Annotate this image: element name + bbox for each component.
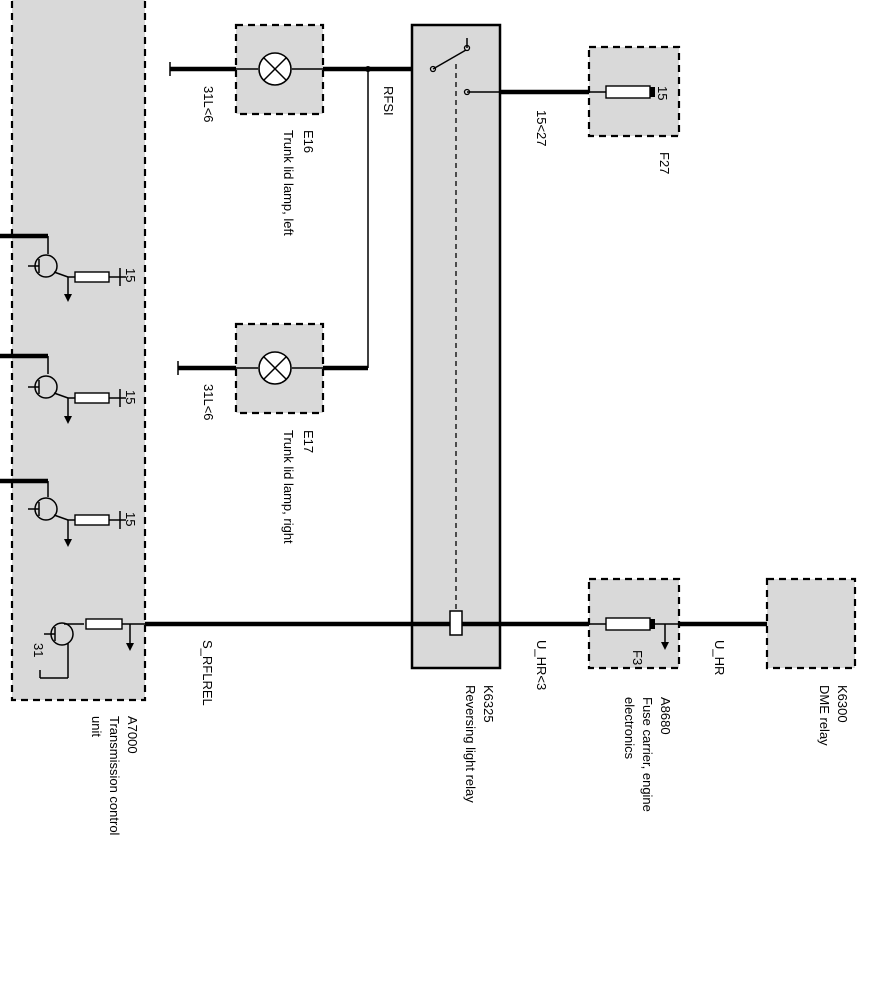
label-k6300-name: DME relay [817, 685, 832, 746]
label-k6325-name: Reversing light relay [463, 685, 478, 803]
label-gnd-e16: 31L<6 [201, 86, 216, 123]
label-e16-code: E16 [301, 130, 316, 153]
label-feed-15: 15<27 [534, 110, 549, 147]
label-tcu-name-2: unit [89, 716, 104, 737]
label-a8680-code: A8680 [658, 697, 673, 735]
tcu-driver-stage-3 [0, 478, 126, 547]
label-tcu-pin-15-a: 15 [123, 268, 138, 282]
label-a8680-name-2: electronics [622, 697, 637, 760]
label-f27-pin-15: 15 [655, 86, 670, 100]
f27-fuse [587, 45, 681, 138]
e17-trunk-lamp-right [177, 322, 368, 415]
label-f27-code: F27 [657, 152, 672, 174]
k6325-reversing-light-relay [410, 23, 502, 670]
label-u-hr: U_HR [712, 640, 727, 675]
label-k6325-code: K6325 [481, 685, 496, 723]
label-rfsi: RFSI [381, 86, 396, 116]
k6300-dme-relay-box [765, 577, 857, 670]
label-tcu-code: A7000 [125, 716, 140, 754]
label-tcu-pin-15-c: 15 [123, 512, 138, 526]
label-s-rflrel: S_RFLREL [200, 640, 215, 706]
label-e17-name: Trunk lid lamp, right [281, 430, 296, 544]
e16-trunk-lamp-left [169, 23, 432, 116]
label-e17-code: E17 [301, 430, 316, 453]
tcu-driver-stage-2 [0, 353, 126, 424]
label-a8680-fuse: F3 [630, 650, 645, 665]
label-k6300-code: K6300 [835, 685, 850, 723]
label-tcu-name-1: Transmission control [107, 716, 122, 836]
label-e16-name: Trunk lid lamp, left [281, 130, 296, 236]
label-u-hr-relay: U_HR<3 [534, 640, 549, 690]
label-tcu-pin-31: 31 [31, 643, 46, 657]
label-tcu-pin-15-b: 15 [123, 390, 138, 404]
label-gnd-e17: 31L<6 [201, 384, 216, 421]
tcu-driver-stage-1 [0, 233, 126, 302]
a8680-fuse-carrier [500, 577, 681, 670]
tcu-box [10, 0, 147, 702]
label-a8680-name-1: Fuse carrier, engine [640, 697, 655, 812]
tcu-driver-stage-4 [39, 618, 145, 679]
